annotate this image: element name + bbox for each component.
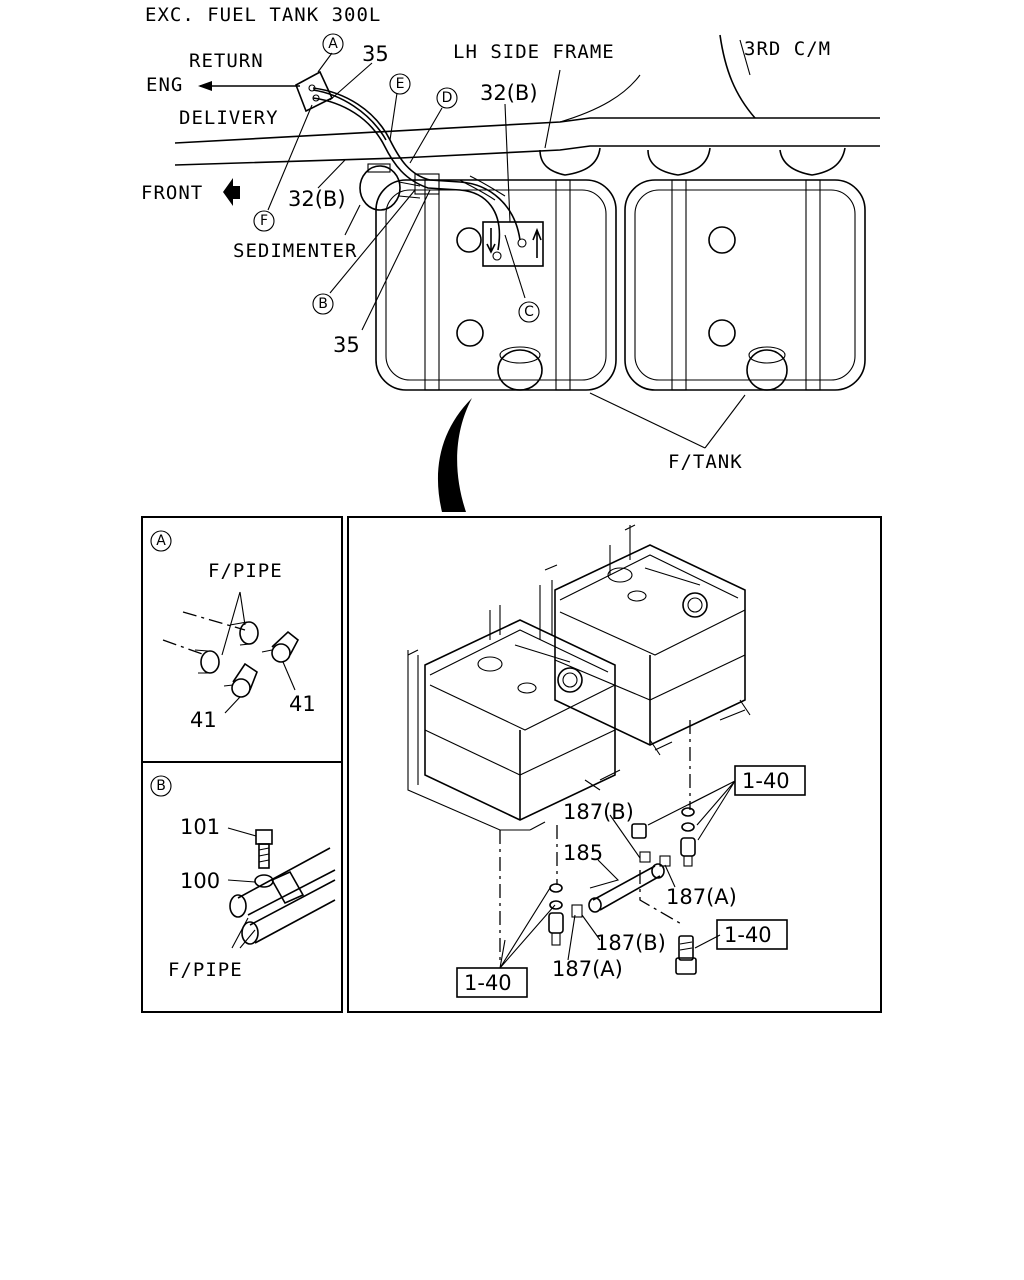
fuel-pipes <box>312 87 521 251</box>
callout-c: C <box>518 301 540 323</box>
ref-box-left-bottom: 1-40 <box>456 967 528 998</box>
top-leader-lines <box>267 52 746 449</box>
ref-box-right-top: 1-40 <box>734 765 806 796</box>
callout-e: E <box>389 73 411 95</box>
svg-text:A: A <box>328 36 338 52</box>
fuel-pipes-panel-a <box>162 591 259 674</box>
clip-41-right <box>261 630 300 691</box>
svg-text:1-40: 1-40 <box>742 769 790 793</box>
front-label: FRONT <box>141 182 203 204</box>
drain-plug-right <box>631 807 696 867</box>
callout-b: B <box>312 293 334 315</box>
svg-text:D: D <box>442 90 453 106</box>
part-100: 100 <box>180 869 220 893</box>
part-187a-bottom: 187(A) <box>552 957 623 981</box>
iso-tank-rear <box>554 524 746 751</box>
third-cm-label: 3RD C/M <box>744 38 831 60</box>
eng-label: ENG <box>146 74 183 96</box>
part-187a-right: 187(A) <box>666 885 737 909</box>
clamp-100 <box>227 874 274 888</box>
fuel-tank-rear <box>624 147 866 391</box>
detail-panel-b <box>141 761 343 1013</box>
panel-a-badge: A <box>150 530 172 552</box>
callout-a: A <box>322 33 344 55</box>
bolt-101 <box>227 827 273 869</box>
part-41-left: 41 <box>190 708 217 732</box>
part-101: 101 <box>180 815 220 839</box>
sedimenter <box>359 163 401 211</box>
part-35-bottom: 35 <box>333 333 360 357</box>
diagram-title: EXC. FUEL TANK 300L <box>145 4 381 26</box>
svg-text:1-40: 1-40 <box>464 971 512 995</box>
ref-box-right-bottom: 1-40 <box>716 919 788 950</box>
callout-d: D <box>436 87 458 109</box>
front-arrow-icon <box>223 178 240 206</box>
pipe-clamp-a <box>295 70 334 113</box>
part-32b-top: 32(B) <box>480 81 538 105</box>
f-tank-label: F/TANK <box>668 451 743 473</box>
detail-leader-lines <box>499 780 736 969</box>
drain-center-lines <box>499 720 691 960</box>
lh-side-frame <box>174 69 880 166</box>
connector-pipe-185 <box>571 851 671 918</box>
clip-41-left <box>223 662 258 714</box>
delivery-label: DELIVERY <box>179 107 279 129</box>
f-pipe-label-b: F/PIPE <box>168 959 243 981</box>
iso-tank-front <box>407 605 621 831</box>
third-cross-member <box>719 34 756 119</box>
detail-panel-tank-assembly <box>347 516 882 1013</box>
part-35-top: 35 <box>362 42 389 66</box>
callout-f: F <box>253 210 275 232</box>
fuel-tank-front <box>375 147 617 391</box>
f-pipe-label-a: F/PIPE <box>208 560 283 582</box>
sedimenter-label: SEDIMENTER <box>233 240 357 262</box>
svg-text:C: C <box>524 304 534 320</box>
svg-text:E: E <box>396 76 405 92</box>
panel-b-badge: B <box>150 775 172 797</box>
part-187b-top: 187(B) <box>563 800 634 824</box>
detail-pointer <box>437 398 472 512</box>
return-arrow <box>198 81 300 91</box>
part-41-right: 41 <box>289 692 316 716</box>
svg-text:F: F <box>260 213 268 229</box>
part-187b-bottom: 187(B) <box>595 931 666 955</box>
svg-text:1-40: 1-40 <box>724 923 772 947</box>
drain-valve-bottom <box>675 935 697 975</box>
svg-text:B: B <box>318 296 328 312</box>
sender-unit <box>482 221 544 267</box>
lh-side-frame-label: LH SIDE FRAME <box>453 41 615 63</box>
fuel-pipes-panel-b <box>229 847 336 949</box>
svg-text:B: B <box>156 778 166 794</box>
return-label: RETURN <box>189 50 264 72</box>
svg-text:A: A <box>156 533 166 549</box>
part-185: 185 <box>563 841 603 865</box>
part-32b-left: 32(B) <box>288 187 346 211</box>
drain-plug-left <box>548 883 564 946</box>
tank-mounting-brackets <box>539 564 751 791</box>
